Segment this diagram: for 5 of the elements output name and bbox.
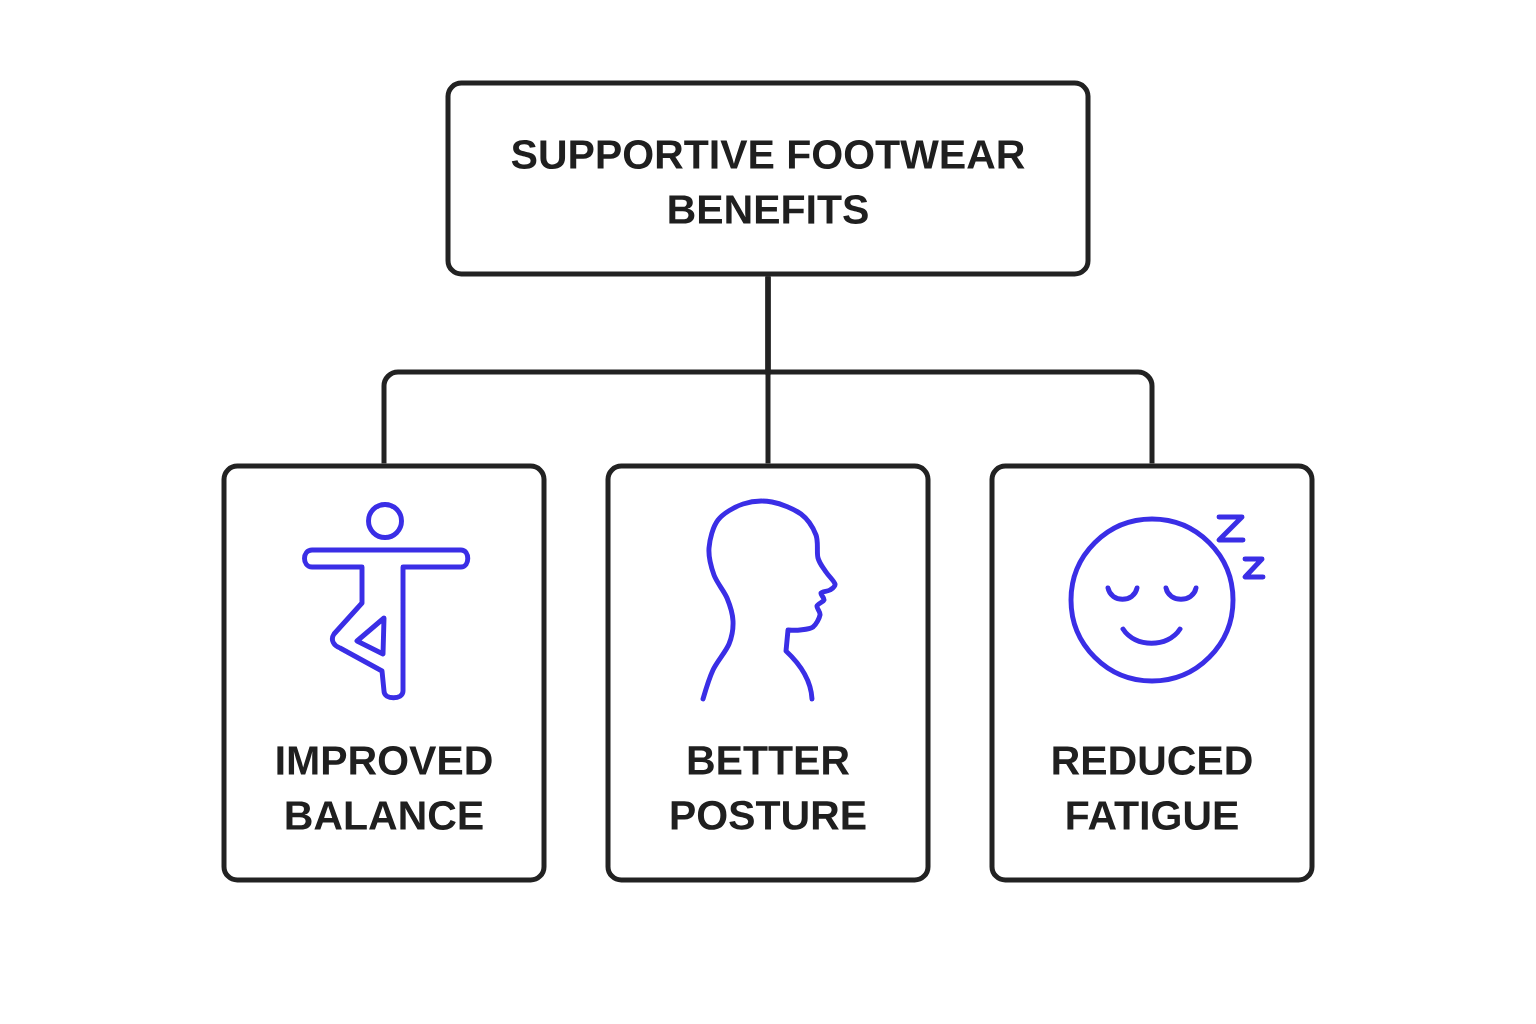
connector-line — [765, 276, 1155, 464]
benefit-card: IMPROVED BALANCE — [221, 463, 547, 883]
benefit-card: REDUCED FATIGUE — [989, 463, 1315, 883]
benefit-card: BETTER POSTURE — [605, 463, 931, 883]
heading-box: SUPPORTIVE FOOTWEAR BENEFITS — [445, 80, 1091, 277]
